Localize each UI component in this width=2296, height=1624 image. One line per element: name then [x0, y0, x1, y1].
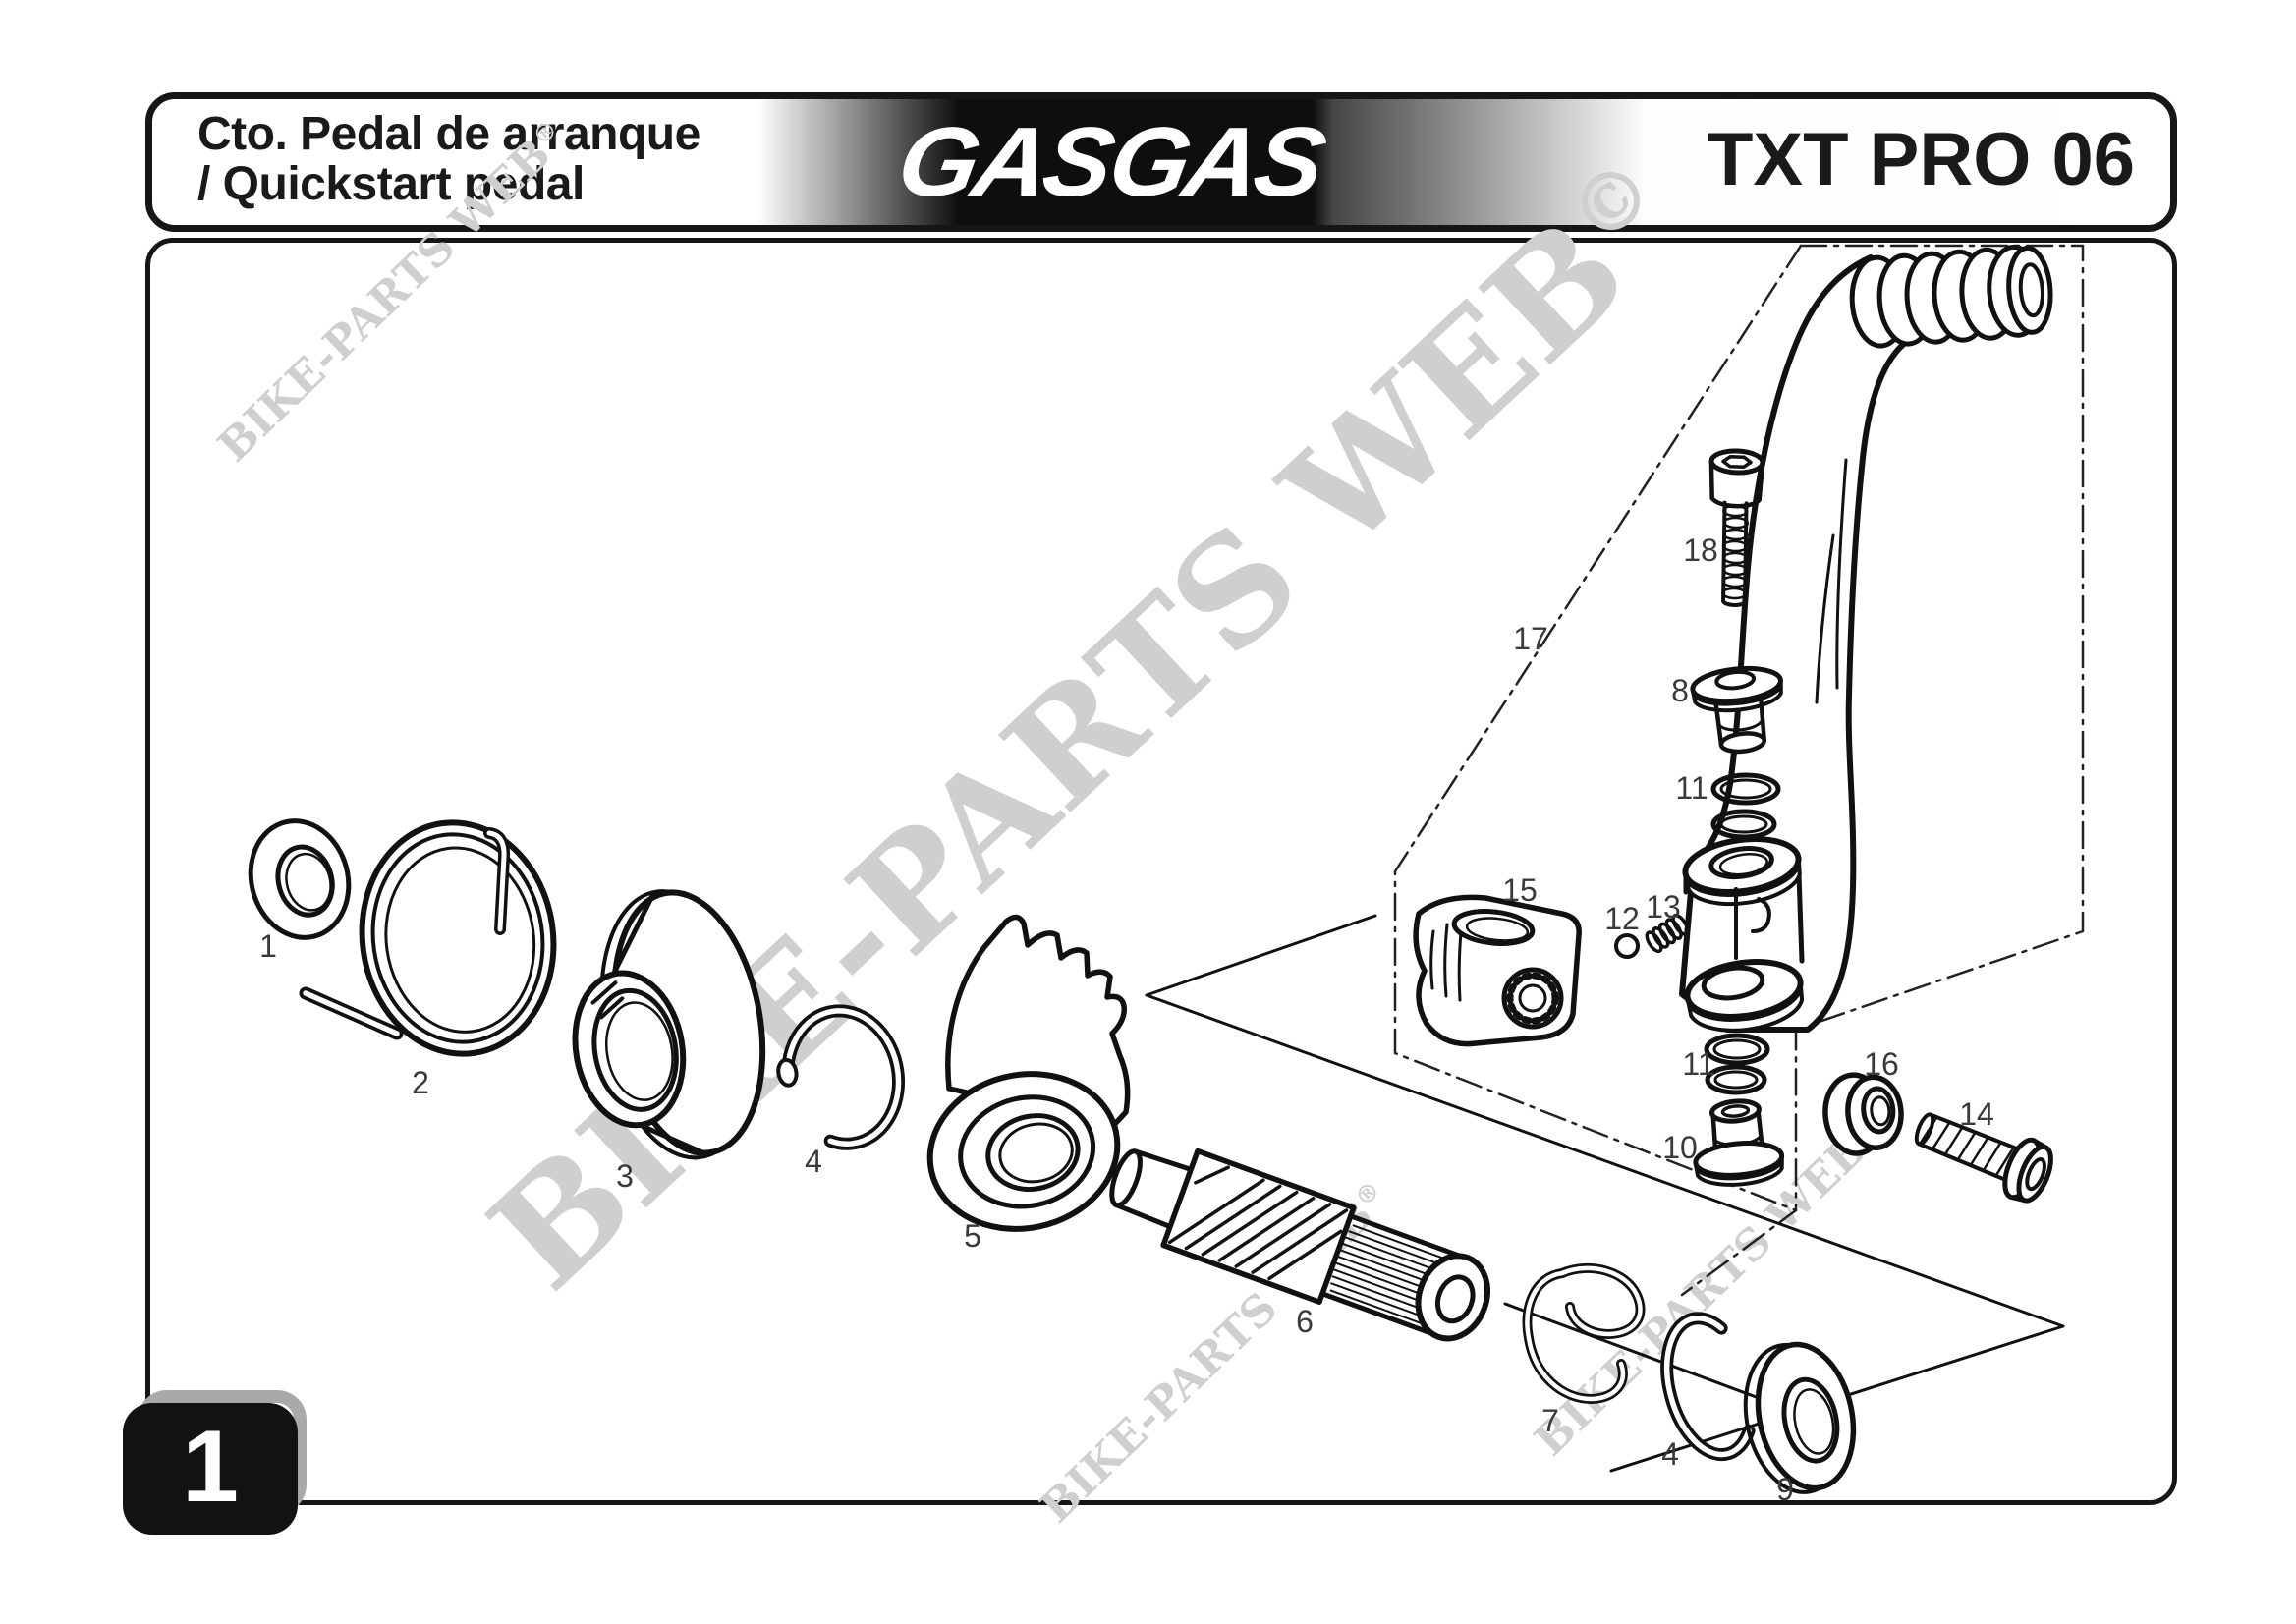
lever-clevis	[1682, 836, 1805, 1033]
part-label-17: 17	[1513, 621, 1548, 656]
part-bushing-10	[1693, 1098, 1785, 1187]
part-label-13: 13	[1646, 889, 1681, 924]
part-snapring-4b	[1660, 1312, 1756, 1462]
page-title: Cto. Pedal de arranque / Quickstart peda…	[197, 109, 700, 209]
part-clip-7	[1522, 1262, 1646, 1404]
page-number-badge: 1	[123, 1403, 298, 1535]
part-bolt-18	[1708, 448, 1765, 607]
part-label-10: 10	[1662, 1130, 1698, 1165]
part-washer-9	[1743, 1341, 1857, 1494]
part-label-4: 4	[1661, 1436, 1679, 1472]
part-label-11: 11	[1682, 1046, 1714, 1082]
part-label-12: 12	[1604, 901, 1640, 936]
part-label-2: 2	[412, 1065, 429, 1100]
part-snapring-4a	[776, 1004, 906, 1150]
part-label-7: 7	[1541, 1403, 1559, 1438]
part-label-16: 16	[1864, 1046, 1899, 1082]
part-label-3: 3	[616, 1158, 634, 1194]
part-spring-2	[299, 819, 557, 1057]
part-orings-11b	[1704, 1033, 1770, 1095]
part-lever-17	[1679, 244, 2053, 1033]
part-label-8: 8	[1671, 673, 1689, 708]
header-box: Cto. Pedal de arranque / Quickstart peda…	[145, 92, 2177, 232]
part-knuckle-15	[1413, 894, 1582, 1047]
title-line-2: / Quickstart pedal	[197, 158, 585, 210]
part-orings-11a	[1710, 772, 1781, 840]
lever-grip	[1849, 244, 2053, 349]
part-label-11: 11	[1675, 770, 1708, 806]
part-bushing-8	[1690, 665, 1783, 755]
part-bolt-14	[1914, 1112, 2053, 1204]
part-label-15: 15	[1502, 872, 1538, 908]
model-name: TXT PRO 06	[1708, 118, 2135, 201]
part-washer-1	[248, 818, 352, 940]
part-shaft-6	[1109, 1148, 1490, 1342]
part-label-14: 14	[1959, 1096, 1994, 1132]
title-line-1: Cto. Pedal de arranque	[197, 108, 700, 160]
part-label-4: 4	[805, 1144, 822, 1179]
part-label-5: 5	[964, 1218, 981, 1254]
diagram-frame	[145, 238, 2177, 1505]
part-label-1: 1	[259, 928, 277, 964]
part-ratchet-5	[926, 914, 1131, 1232]
phantom-box	[1393, 244, 2085, 1297]
part-oring-12	[1614, 933, 1640, 959]
part-label-18: 18	[1683, 532, 1718, 568]
part-label-6: 6	[1296, 1304, 1314, 1339]
part-nut-16	[1822, 1072, 1904, 1156]
part-collar-3	[572, 889, 766, 1160]
part-label-9: 9	[1776, 1472, 1794, 1507]
